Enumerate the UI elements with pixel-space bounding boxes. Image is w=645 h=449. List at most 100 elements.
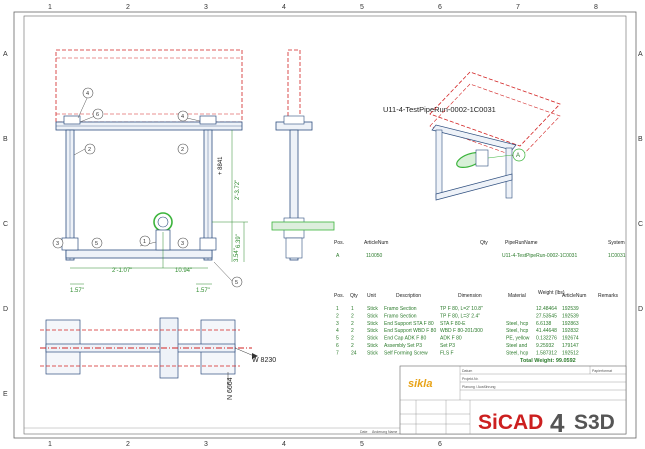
pipe-cell: A bbox=[336, 253, 340, 259]
north-coord: N 6664 bbox=[227, 377, 234, 400]
iso-column bbox=[505, 147, 513, 199]
pipe-header-system: System bbox=[608, 240, 625, 246]
callout-label: 3 bbox=[56, 241, 59, 247]
pipe-header-article: ArticleNum bbox=[364, 240, 388, 246]
parts-cell: 6 bbox=[336, 343, 339, 349]
dim-edge-right: 1.57" bbox=[196, 288, 210, 294]
side-envelope bbox=[287, 49, 301, 123]
sikla-logo-bg bbox=[402, 368, 458, 398]
col-label: 5 bbox=[360, 4, 364, 11]
parts-cell: End Support WBD F 80 bbox=[384, 328, 436, 334]
col-label: 1 bbox=[48, 441, 52, 448]
row-label: A bbox=[3, 51, 8, 58]
parts-cell: 179147 bbox=[562, 343, 579, 349]
parts-cell: Steel, hcp bbox=[506, 328, 528, 334]
col-label: 3 bbox=[204, 4, 208, 11]
sheet-border bbox=[13, 11, 637, 439]
coord-arrow bbox=[252, 353, 258, 359]
iso-bottom-beam bbox=[435, 173, 513, 201]
parts-cell: 1.587312 bbox=[536, 350, 557, 356]
callout-label: 6 bbox=[96, 112, 99, 118]
end-support bbox=[61, 237, 79, 251]
pipe-header-qty: Qty bbox=[480, 240, 488, 246]
callout-circle bbox=[82, 87, 94, 99]
iso-leader bbox=[487, 154, 513, 159]
parts-cell: Set P3 bbox=[440, 343, 455, 349]
bracket bbox=[63, 115, 81, 125]
side-pipe bbox=[271, 221, 335, 231]
callout-label: 3 bbox=[181, 241, 184, 247]
parts-cell: Stick bbox=[367, 336, 378, 342]
iso-envelope bbox=[429, 71, 561, 147]
parts-cell: TP F 80, L=2' 10.8" bbox=[440, 306, 483, 312]
strip-label: Date bbox=[360, 430, 367, 434]
pipe-circle-inner bbox=[157, 216, 169, 228]
dim-edge-left: 1.57" bbox=[70, 288, 84, 294]
row-label: C bbox=[638, 221, 643, 228]
callout-label: 5 bbox=[95, 241, 98, 247]
parts-header: Weight (lbs) bbox=[538, 290, 565, 296]
title-field: Projekt-Nr. bbox=[462, 377, 479, 381]
pipe-header-piperun: PipeRunName bbox=[505, 240, 538, 246]
parts-cell: 1 bbox=[351, 306, 354, 312]
side-view bbox=[271, 49, 335, 261]
col-label: 5 bbox=[360, 441, 364, 448]
parts-cell: 192863 bbox=[562, 321, 579, 327]
product-s3d: S3D bbox=[574, 411, 615, 434]
row-label: A bbox=[638, 51, 643, 58]
side-column bbox=[289, 129, 299, 261]
plan-view: W 8230 N 6664 bbox=[40, 317, 276, 400]
parts-cell: Stick bbox=[367, 350, 378, 356]
col-label: 4 bbox=[282, 4, 286, 11]
parts-cell: 2 bbox=[351, 343, 354, 349]
strip-label: Name bbox=[388, 430, 397, 434]
parts-cell: 2 bbox=[336, 313, 339, 319]
row-label: B bbox=[3, 136, 8, 143]
pipe-header-pos: Pos. bbox=[334, 240, 344, 246]
parts-cell: Framo Section bbox=[384, 306, 417, 312]
parts-cell: 1 bbox=[336, 306, 339, 312]
strip-label: Änderung bbox=[372, 430, 387, 434]
parts-cell: 27.53545 bbox=[536, 313, 557, 319]
iso-callout-label: A bbox=[516, 153, 520, 159]
pipe-cell: U11-4-TestPipeRun-0002-1C0031 bbox=[502, 253, 577, 259]
dim-height-mid: 6.39" bbox=[236, 234, 242, 248]
parts-cell: 2 bbox=[351, 336, 354, 342]
title-block: Datum Papierformat Projekt-Nr. Planung /… bbox=[399, 365, 627, 438]
bracket bbox=[199, 115, 217, 125]
row-labels-left: A B C D E bbox=[3, 51, 8, 398]
leader-line bbox=[73, 148, 86, 156]
iso-callout bbox=[512, 148, 526, 162]
parts-cell: Stick bbox=[367, 306, 378, 312]
parts-cell: Stick bbox=[367, 328, 378, 334]
elevation-label: + 8841 bbox=[218, 156, 224, 175]
row-label: C bbox=[3, 221, 8, 228]
iso-view: U11-4-TestPipeRun-0002-1C0031 A bbox=[383, 71, 561, 201]
parts-cell: 9.25932 bbox=[536, 343, 554, 349]
col-label: 3 bbox=[204, 441, 208, 448]
parts-cell: ADK F 80 bbox=[440, 336, 462, 342]
parts-cell: 6.6138 bbox=[536, 321, 552, 327]
product-sicad: SiCAD bbox=[478, 411, 543, 434]
col-label: 7 bbox=[516, 4, 520, 11]
iso-title: U11-4-TestPipeRun-0002-1C0031 bbox=[383, 105, 496, 114]
callout-label: 2 bbox=[181, 147, 184, 153]
parts-header: Description bbox=[396, 293, 421, 299]
parts-cell: 0.132276 bbox=[536, 336, 557, 342]
callout-label: 2 bbox=[88, 147, 91, 153]
callout-circle bbox=[177, 237, 189, 249]
end-support bbox=[199, 237, 217, 251]
callout-label: 4 bbox=[86, 91, 89, 97]
west-coord: W 8230 bbox=[252, 357, 276, 364]
bottom-beam bbox=[65, 249, 213, 259]
parts-table: Pos. Qty Unit Description Dimension Mate… bbox=[334, 290, 619, 364]
parts-cell: STA F 80-E bbox=[440, 321, 466, 327]
parts-cell: Stick bbox=[367, 343, 378, 349]
row-label: E bbox=[3, 391, 8, 398]
parts-cell: Framo Section bbox=[384, 313, 417, 319]
row-label: B bbox=[638, 136, 643, 143]
callout-circle bbox=[139, 235, 151, 247]
col-label: 6 bbox=[438, 441, 442, 448]
column-labels-bottom: 1 2 3 4 5 6 bbox=[48, 441, 442, 448]
